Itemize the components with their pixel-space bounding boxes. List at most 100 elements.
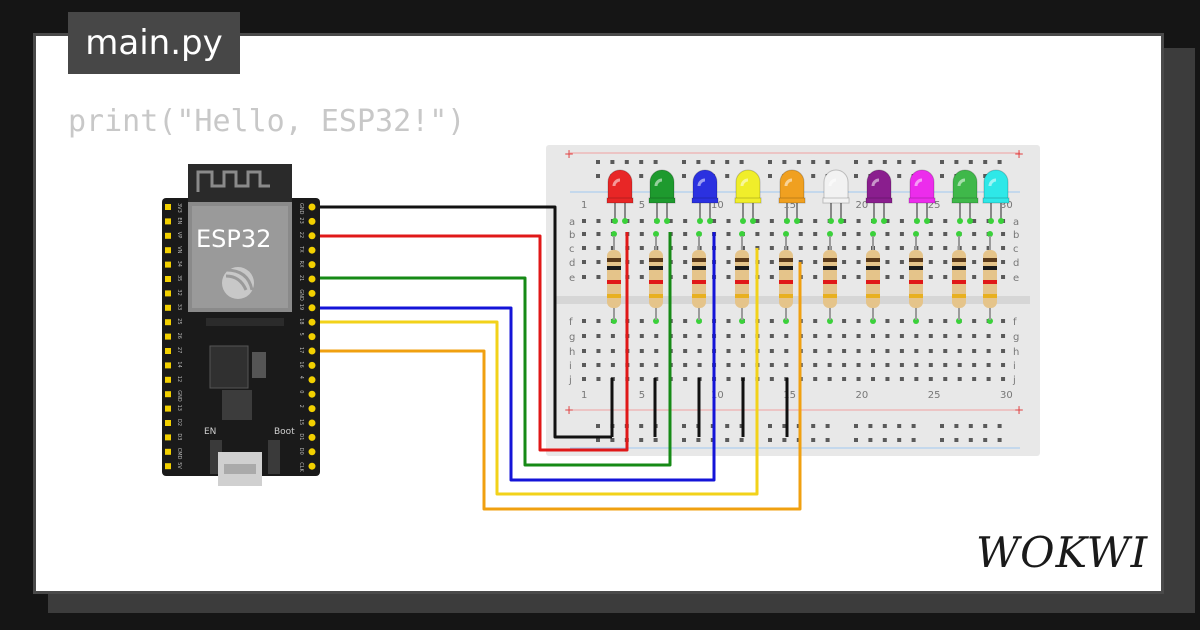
row-label: c: [1013, 244, 1019, 255]
pin-header[interactable]: [165, 232, 171, 239]
column-label: 5: [639, 390, 645, 401]
led-green[interactable]: [648, 169, 676, 224]
row-label: i: [569, 361, 572, 372]
pin-header[interactable]: [165, 376, 171, 383]
pin-header[interactable]: [308, 361, 316, 369]
row-label: f: [1013, 317, 1017, 328]
row-label: g: [569, 332, 575, 343]
column-label: 1: [581, 390, 587, 401]
resistor[interactable]: [983, 231, 997, 324]
led-orange[interactable]: [778, 169, 806, 224]
wires: [312, 205, 802, 511]
pin-label: 3V3: [176, 203, 182, 213]
pin-header[interactable]: [308, 347, 316, 355]
row-label: i: [1013, 361, 1016, 372]
pin-header[interactable]: [165, 218, 171, 225]
pin-header[interactable]: [308, 275, 316, 283]
led-yellow[interactable]: [734, 169, 762, 224]
pin-header[interactable]: [165, 204, 171, 210]
led-magenta[interactable]: [908, 169, 936, 224]
pin-label: 25: [176, 318, 182, 324]
pin-header[interactable]: [165, 276, 171, 282]
pin-header[interactable]: [308, 217, 316, 225]
pin-header[interactable]: [308, 246, 316, 254]
pin-header[interactable]: [165, 319, 171, 326]
pin-label: 0: [298, 390, 304, 393]
led-cyan[interactable]: [982, 169, 1010, 224]
pin-header[interactable]: [165, 420, 171, 426]
row-label: b: [569, 230, 575, 241]
pin-label: GND: [176, 390, 182, 402]
pin-header[interactable]: [165, 290, 171, 297]
pin-label: EN: [176, 217, 182, 224]
led-blue[interactable]: [691, 169, 719, 224]
resistor[interactable]: [607, 231, 621, 324]
column-label: 25: [928, 200, 941, 211]
pin-label: D2: [176, 419, 182, 426]
wokwi-logo: WOKWI: [976, 528, 1148, 577]
pin-label: 32: [176, 289, 182, 295]
pin-label: 27: [176, 347, 182, 353]
pin-header[interactable]: [165, 333, 171, 340]
resistor[interactable]: [909, 231, 923, 324]
wire-orange: [312, 262, 802, 511]
pin-header[interactable]: [165, 247, 171, 254]
pin-header[interactable]: [308, 376, 316, 384]
pin-header[interactable]: [308, 462, 316, 470]
resistor[interactable]: [866, 231, 880, 324]
led-purple[interactable]: [865, 169, 893, 224]
pin-header[interactable]: [165, 304, 171, 311]
resistor[interactable]: [952, 231, 966, 324]
resistor[interactable]: [779, 231, 793, 324]
pin-label: 23: [298, 217, 304, 223]
pin-label: D0: [298, 448, 304, 455]
pin-header[interactable]: [308, 333, 316, 341]
pin-label: 5: [298, 333, 304, 336]
rail-plus-top: +: [564, 147, 574, 161]
file-tab[interactable]: main.py: [68, 12, 240, 74]
pin-header[interactable]: [308, 289, 316, 297]
column-label: 10: [711, 390, 724, 401]
wire-blue: [312, 232, 716, 482]
pin-header[interactable]: [165, 463, 171, 470]
pin-header[interactable]: [308, 419, 316, 427]
resistor[interactable]: [692, 231, 706, 324]
column-label: 1: [581, 200, 587, 211]
pin-header[interactable]: [308, 318, 316, 326]
pin-header[interactable]: [308, 448, 316, 456]
pin-label: TX: [298, 245, 304, 253]
resistor[interactable]: [823, 231, 837, 324]
pin-header[interactable]: [165, 391, 171, 398]
pin-header[interactable]: [308, 261, 316, 269]
pin-header[interactable]: [308, 433, 316, 441]
resistor[interactable]: [649, 231, 663, 324]
column-label: 20: [856, 200, 869, 211]
pin-label: 4: [298, 376, 304, 379]
resistor[interactable]: [735, 231, 749, 324]
led-green[interactable]: [951, 169, 979, 224]
pin-header[interactable]: [165, 405, 171, 412]
pin-header[interactable]: [165, 348, 171, 354]
pin-header[interactable]: [165, 362, 171, 369]
pin-header[interactable]: [165, 434, 171, 441]
pin-header[interactable]: [165, 448, 171, 455]
pin-label: 16: [298, 361, 304, 367]
pin-header[interactable]: [308, 232, 316, 240]
pin-header[interactable]: [165, 261, 171, 268]
led-red[interactable]: [606, 169, 634, 224]
pin-header[interactable]: [308, 304, 316, 312]
pin-header[interactable]: [308, 405, 316, 413]
led-white[interactable]: [822, 169, 850, 224]
ground-jumpers: [610, 378, 789, 437]
column-label: 20: [856, 390, 869, 401]
pin-header[interactable]: [308, 203, 316, 211]
boot-button[interactable]: [268, 440, 280, 474]
wire-green: [312, 232, 672, 467]
wire-black: [312, 205, 612, 439]
pin-header[interactable]: [308, 390, 316, 398]
row-label: j: [1012, 375, 1016, 386]
pin-label: 5V: [176, 462, 182, 469]
